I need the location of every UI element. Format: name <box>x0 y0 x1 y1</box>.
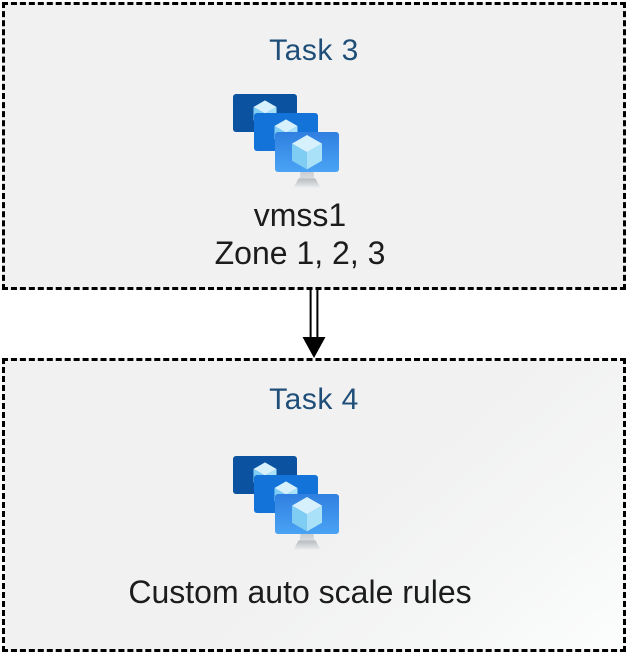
vmss-icon <box>233 456 339 550</box>
task3-box: Task 3 vmss1 Zone 1, 2, 3 <box>2 2 626 290</box>
task4-title: Task 4 <box>269 383 359 416</box>
task4-caption: Custom auto scale rules <box>128 573 471 611</box>
task4-box: Task 4 Custom auto scale rules <box>2 358 626 652</box>
vmss-name-label: vmss1 <box>253 197 347 233</box>
task3-caption: vmss1 Zone 1, 2, 3 <box>215 196 386 272</box>
zones-label: Zone 1, 2, 3 <box>214 235 386 271</box>
vmss-icon <box>233 94 339 188</box>
autoscale-rules-label: Custom auto scale rules <box>128 574 472 610</box>
task3-to-task4-arrow <box>299 290 329 358</box>
task3-title: Task 3 <box>269 34 359 67</box>
